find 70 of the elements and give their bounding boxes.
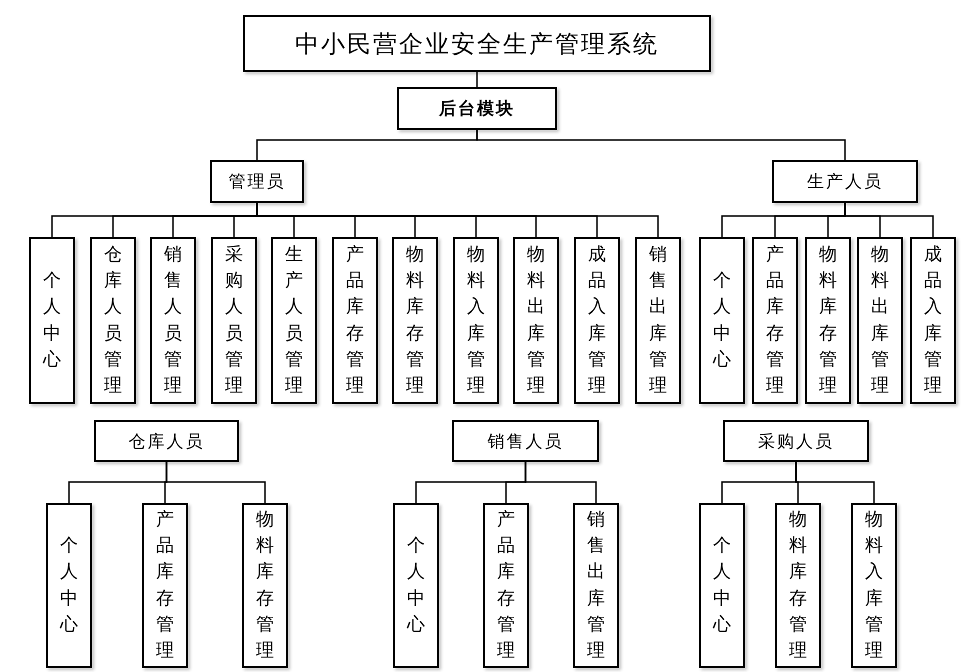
function-box [242,503,288,668]
function-box [29,237,75,404]
function-box [271,237,317,404]
module-box [243,15,711,72]
function-box [513,237,559,404]
box-label: 仓库人员管理 [104,243,122,398]
function-box [910,237,956,404]
function-box [142,503,188,668]
box-label: 采购人员管理 [225,243,243,398]
function-box [574,237,620,404]
connector-line [844,203,934,237]
box-label: 物料出库管理 [527,243,545,398]
function-box [483,503,529,668]
function-box [211,237,257,404]
function-box [90,237,136,404]
box-label: 产品库存管理 [346,243,364,398]
box-label: 产品库存管理 [156,508,174,663]
box-label: 产品库存管理 [766,243,784,398]
function-box [332,237,378,404]
box-label: 后台模块 [439,98,515,120]
function-box [573,503,619,668]
connector-line [524,462,597,503]
box-label: 个人中心 [60,534,78,637]
box-label: 销售人员 [488,430,564,452]
box-label: 物料库存管理 [789,508,807,663]
function-box [453,237,499,404]
box-label: 销售出库管理 [587,508,605,663]
box-label: 生产人员管理 [285,243,303,398]
box-label: 物料入库管理 [865,508,883,663]
function-box [805,237,851,404]
module-box [723,420,869,462]
function-box [150,237,196,404]
module-box [452,420,599,462]
connector-line [476,130,846,160]
function-box [752,237,798,404]
box-label: 物料库存管理 [819,243,837,398]
box-label: 个人中心 [43,269,61,372]
box-label: 生产人员 [807,171,883,193]
box-label: 物料库存管理 [406,243,424,398]
box-label: 仓库人员 [128,430,204,452]
module-box [772,160,918,203]
module-box [397,87,557,130]
box-label: 销售出库管理 [649,243,667,398]
function-box [393,503,439,668]
connector-line [166,462,266,503]
function-box [46,503,92,668]
module-box [94,420,239,462]
box-label: 物料库存管理 [256,508,274,663]
box-label: 个人中心 [713,269,731,372]
box-label: 采购人员 [758,430,834,452]
module-box [210,160,304,203]
function-box [857,237,903,404]
function-box [635,237,681,404]
box-label: 物料入库管理 [467,243,485,398]
function-box [775,503,821,668]
box-label: 成品入库管理 [588,243,606,398]
box-label: 管理员 [228,171,286,193]
box-label: 中小民营企业安全生产管理系统 [295,28,659,60]
function-box [851,503,897,668]
connector-line [476,72,478,87]
box-label: 个人中心 [713,534,731,637]
connector-line [795,462,875,503]
box-label: 销售人员管理 [164,243,182,398]
box-label: 产品库存管理 [497,508,515,663]
function-box [699,237,745,404]
box-label: 个人中心 [407,534,425,637]
function-box [392,237,438,404]
function-box [699,503,745,668]
box-label: 成品入库管理 [924,243,942,398]
box-label: 物料出库管理 [871,243,889,398]
